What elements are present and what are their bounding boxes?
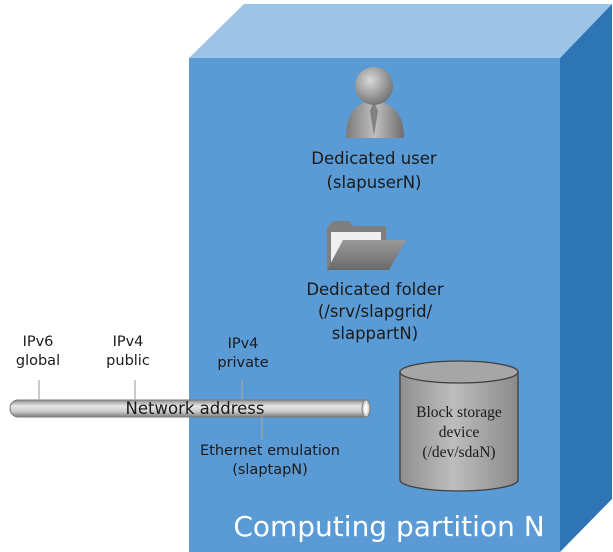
folder-label-line2: (/srv/slapgrid/: [317, 302, 433, 321]
storage-label-line3: (/dev/sdaN): [422, 444, 496, 461]
user-label-line2: (slapuserN): [326, 173, 422, 192]
computing-partition-title: Computing partition N: [233, 510, 545, 543]
ipv4-public-line2: public: [106, 353, 150, 369]
folder-label-line3: slappartN): [331, 324, 419, 343]
ethernet-label-line2: (slaptapN): [232, 462, 308, 478]
network-tube: [9, 399, 371, 418]
storage-label-line1: Block storage: [416, 404, 502, 421]
folder-label-line1: Dedicated folder: [306, 280, 444, 299]
connector-lines: [38, 380, 263, 440]
user-label-line1: Dedicated user: [311, 149, 437, 168]
block-storage-label: Block storage device (/dev/sdaN): [398, 403, 520, 463]
ethernet-label-line1: Ethernet emulation: [200, 443, 340, 459]
ipv6-label-line2: global: [15, 353, 61, 369]
ipv4-public-line1: IPv4: [112, 334, 144, 350]
ipv6-global-label: IPv6 global: [6, 333, 70, 371]
user-icon: [346, 67, 404, 138]
ipv4-private-line1: IPv4: [227, 336, 259, 352]
dedicated-user-label: Dedicated user (slapuserN): [292, 147, 456, 195]
network-address-label: Network address: [125, 399, 265, 418]
ipv4-public-label: IPv4 public: [96, 333, 160, 371]
folder-icon: [327, 221, 406, 270]
cylinder-icon: [399, 360, 519, 492]
ipv4-private-line2: private: [217, 355, 269, 371]
box-top-face: [189, 4, 612, 58]
storage-label-line2: device: [438, 424, 480, 441]
ipv6-label-line1: IPv6: [22, 334, 54, 350]
box-side-face: [560, 4, 612, 552]
dedicated-folder-label: Dedicated folder (/srv/slapgrid/ slappar…: [280, 279, 470, 345]
ethernet-emulation-label: Ethernet emulation (slaptapN): [180, 442, 360, 480]
ipv4-private-label: IPv4 private: [208, 335, 278, 373]
